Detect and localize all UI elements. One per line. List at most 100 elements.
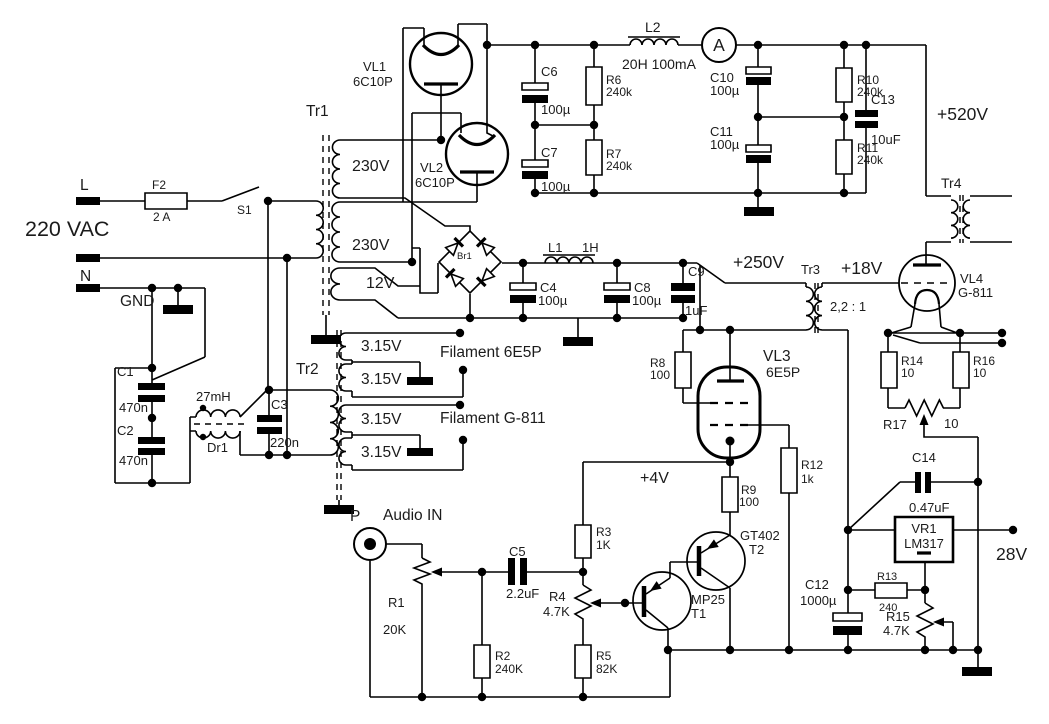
wiper-arrow-icon	[933, 617, 944, 627]
potentiometer-r17	[905, 400, 943, 416]
capacitor-c11	[746, 145, 771, 163]
terminal-n	[76, 254, 100, 262]
pnp-arrow-icon	[707, 539, 719, 549]
regulator-vr1	[895, 517, 953, 562]
label-c11: C11	[710, 124, 733, 139]
label-t1-type: MP25	[691, 592, 725, 607]
label-vr1: VR1	[911, 521, 936, 536]
label-r3-value: 1K	[596, 538, 611, 552]
resistor-r9	[722, 477, 738, 512]
resistor-r5	[575, 645, 591, 678]
wiper-arrow-icon	[919, 414, 929, 425]
label-c1: C1	[117, 364, 134, 379]
resistor-r8	[675, 352, 691, 388]
label-r8: R8	[650, 356, 666, 370]
label-tr1-12v: 12V	[366, 275, 395, 292]
resistor-r6	[586, 67, 602, 105]
label-filament-g811: Filament G-811	[440, 410, 546, 427]
label-250v: +250V	[733, 252, 784, 272]
label-r10: R10	[857, 73, 879, 87]
wiper-arrow-icon	[431, 567, 442, 577]
wiper-arrow-icon	[590, 598, 601, 608]
label-c1-value: 470n	[119, 400, 148, 415]
label-vl4: VL4	[960, 271, 983, 286]
label-t1: T1	[691, 606, 706, 621]
label-c9: C9	[688, 264, 705, 279]
label-28v: 28V	[996, 544, 1027, 564]
capacitor-c14	[915, 472, 931, 493]
tube-vl4	[899, 255, 955, 327]
label-c8: C8	[634, 280, 651, 295]
ground-icon	[962, 667, 992, 676]
tube-vl2	[446, 123, 508, 185]
label-ammeter: A	[713, 35, 725, 55]
label-r5-value: 82K	[596, 662, 617, 676]
label-c12-value: 1000µ	[800, 593, 837, 608]
label-l2-value: 20H 100mA	[622, 56, 697, 72]
labels: L N GND 220 VAC F2 2 A S1 Tr1 230V 230V …	[25, 19, 1027, 676]
label-c10-value: 100µ	[710, 83, 740, 98]
potentiometer-r4	[575, 585, 591, 623]
label-c7-value: 100µ	[541, 179, 571, 194]
label-4v: +4V	[640, 470, 669, 487]
label-tr2-w3: 3.15V	[361, 411, 402, 428]
label-c14-value: 0.47uF	[909, 500, 950, 515]
label-r6-value: 240k	[606, 85, 633, 99]
label-tr1-230v-2: 230V	[352, 237, 390, 254]
label-r15-value: 4.7K	[883, 623, 910, 638]
ground-icon	[163, 305, 193, 314]
label-dr1-value: 27mH	[196, 389, 231, 404]
transformer-tr3	[806, 283, 822, 334]
label-mains-gnd: GND	[120, 293, 154, 310]
label-tr3-ratio: 2,2 : 1	[830, 299, 866, 314]
label-r13-value: 240	[879, 602, 897, 614]
label-c9-value: 1uF	[685, 303, 707, 318]
label-l1-value: 1H	[582, 240, 599, 255]
transformer-tr1	[316, 135, 340, 315]
label-tr2-w4: 3.15V	[361, 444, 402, 461]
label-r17-value: 10	[944, 416, 958, 431]
junction-dots	[147, 40, 1018, 702]
label-c6-value: 100µ	[541, 102, 571, 117]
label-c10: C10	[710, 70, 734, 85]
label-r12: R12	[801, 458, 823, 472]
label-c5-value: 2.2uF	[506, 586, 539, 601]
transistor-t1	[633, 572, 691, 630]
ground-icon	[311, 335, 341, 344]
ground-icon	[407, 448, 433, 456]
label-audio-in: Audio IN	[383, 507, 442, 524]
capacitor-c7	[522, 160, 548, 179]
choke-dr1	[194, 404, 246, 441]
label-520v: +520V	[937, 104, 988, 124]
label-tr2-w2: 3.15V	[361, 371, 402, 388]
label-r4: R4	[549, 589, 566, 604]
resistor-r3	[575, 525, 591, 558]
capacitor-c13	[855, 110, 878, 128]
capacitors	[138, 67, 931, 635]
capacitor-c6	[522, 83, 548, 103]
label-vl1-type: 6C10P	[353, 74, 393, 89]
label-t2-type: GT402	[740, 528, 780, 543]
potentiometer-r1	[414, 558, 430, 587]
label-c2-value: 470n	[119, 453, 148, 468]
label-r1: R1	[388, 595, 405, 610]
label-mains-n: N	[80, 268, 91, 285]
label-r2-value: 240K	[495, 662, 523, 676]
capacitor-c5	[508, 558, 527, 585]
resistor-r12	[781, 448, 797, 493]
transformer-tr2	[330, 330, 463, 500]
label-br1: Br1	[457, 251, 472, 262]
label-c6: C6	[541, 64, 558, 79]
label-t2: T2	[749, 542, 764, 557]
label-mains-l: L	[80, 177, 89, 194]
label-r11-value: 240k	[857, 153, 884, 167]
label-dr1: Dr1	[207, 440, 228, 455]
label-f2-value: 2 A	[153, 210, 170, 224]
resistor-r10	[836, 68, 852, 102]
label-c4: C4	[540, 280, 557, 295]
resistors	[414, 67, 969, 678]
label-c2: C2	[117, 423, 134, 438]
label-r9-value: 100	[739, 495, 759, 509]
